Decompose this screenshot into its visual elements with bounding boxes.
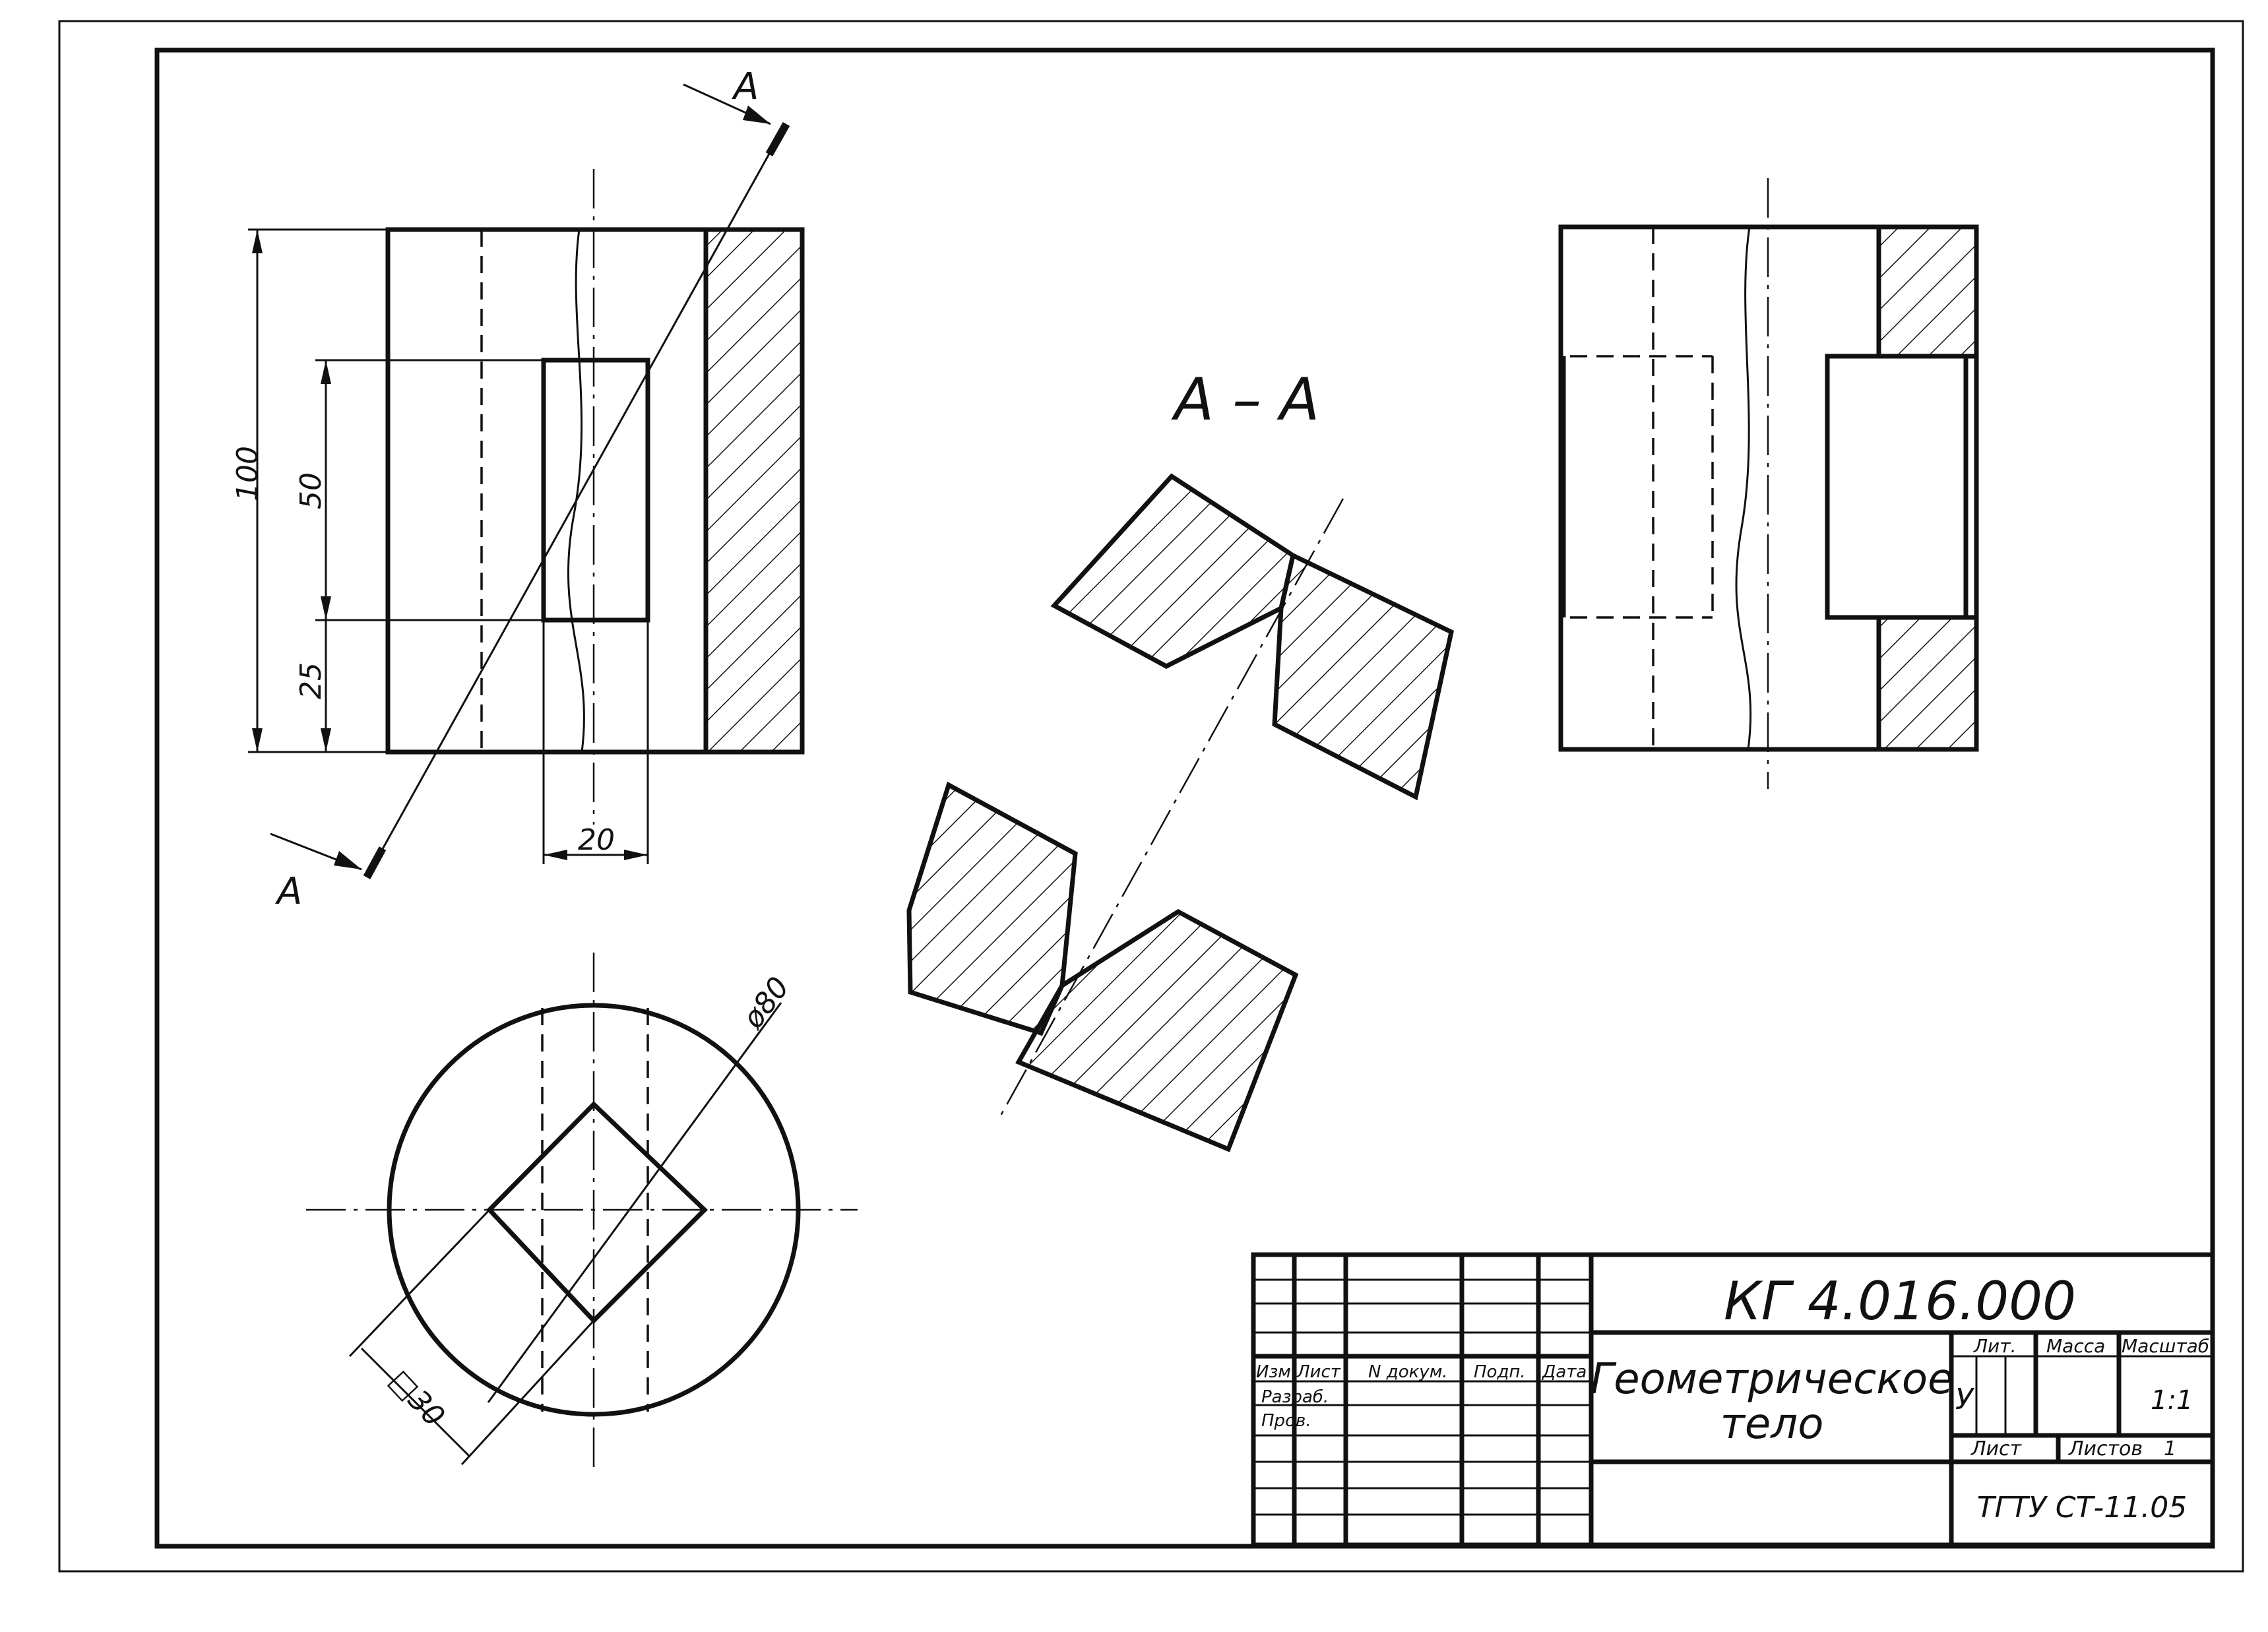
cut-letter-top: A [732,65,759,108]
sheets-label: Листов [2068,1437,2143,1460]
dim-height-base: 25 [294,662,328,699]
dim-window-width: 20 [578,823,615,857]
scale-value: 1:1 [2151,1385,2193,1416]
col-data: Дата [1542,1362,1587,1382]
dim-diameter: ø80 [736,971,796,1036]
lit-label: Лит. [1973,1335,2016,1357]
section-label: A – A [1171,365,1319,433]
title-name-line1: Геометрическое [1591,1355,1954,1404]
title-designation: КГ 4.016.000 [1724,1271,2076,1332]
top-view [306,953,858,1475]
row-razrab: Разраб. [1261,1387,1329,1407]
sheets-value: 1 [2164,1437,2176,1460]
inner-frame [154,47,2215,1549]
section-view [906,473,1455,1152]
dim-square: □30 [383,1364,451,1433]
lit-value: У [1955,1383,1975,1416]
front-view-dimensions [248,228,648,860]
org-code: ТГТУ СТ-11.05 [1977,1491,2188,1524]
col-ndoc: N докум. [1368,1362,1448,1382]
col-podp: Подп. [1474,1362,1526,1382]
title-block [1251,1252,2215,1548]
sheet-label: Лист [1970,1437,2023,1460]
side-view [1558,178,1979,789]
dim-height-total: 100 [231,446,265,501]
col-list: Лист [1296,1362,1341,1382]
outer-frame [58,20,2244,1573]
row-prov: Пров. [1261,1411,1311,1431]
cut-letter-bottom: A [275,870,302,913]
col-izm: Изм. [1256,1362,1296,1382]
scale-label: Масштаб [2122,1335,2209,1357]
mass-label: Масса [2046,1335,2105,1357]
title-name-line2: тело [1720,1400,1824,1449]
front-view [270,83,805,879]
dim-height-window: 50 [294,472,328,509]
